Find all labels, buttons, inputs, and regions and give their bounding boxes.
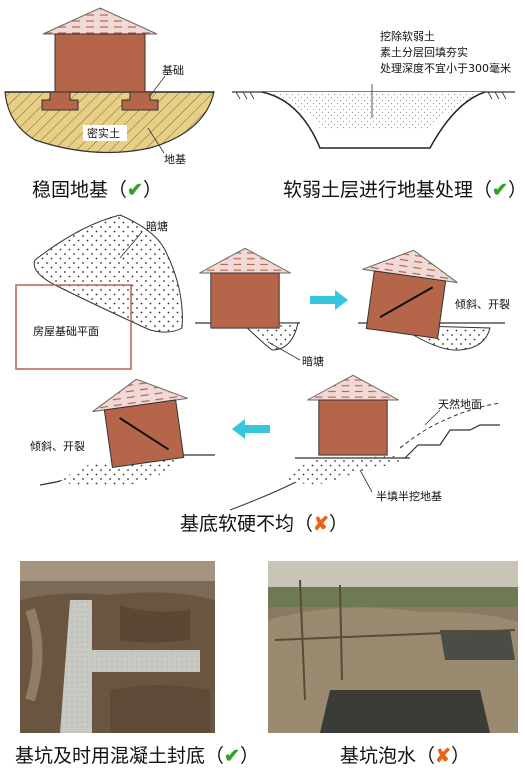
label-tilt-right: 倾斜、开裂	[455, 298, 510, 311]
caption-uneven: 基底软硬不均（✘）	[180, 513, 348, 535]
caption-concrete-sealed: 基坑及时用混凝土封底（✔）	[15, 745, 259, 767]
house-wall	[54, 33, 146, 93]
house-half-fill	[306, 374, 400, 456]
house-level	[198, 247, 292, 329]
leader-foundation	[149, 75, 166, 97]
label-tilt-left: 倾斜、开裂	[30, 440, 85, 453]
leader-natural-ground	[424, 409, 441, 426]
photo-left-concrete	[60, 600, 200, 733]
photo-left-ridge-2	[110, 685, 210, 733]
crack-line	[379, 286, 434, 319]
photo-right-poles	[274, 579, 516, 701]
refill-soil-lower	[280, 96, 470, 130]
dark-pond-section	[240, 322, 299, 351]
label-bg	[83, 125, 127, 141]
panel-stable-foundation: 基础 密实土 地基 稳固地基（✔）	[4, 7, 215, 201]
footing-left	[41, 91, 79, 111]
caption-stable: 稳固地基（✔）	[32, 179, 162, 201]
natural-ground-dashed	[399, 402, 501, 449]
note-line-2: 素土分层回填夯实	[380, 45, 468, 59]
house-tilted-right	[353, 243, 462, 341]
panel-soft-soil-treatment: 挖除软弱土 素土分层回填夯实 处理深度不宜小于300毫米 软弱土层进行地基处理（…	[232, 29, 525, 201]
leader-dark-pond-top	[119, 231, 143, 259]
leader-subgrade	[147, 127, 165, 154]
label-natural-ground: 天然地面	[438, 397, 482, 411]
crack-line-left	[119, 417, 170, 451]
panel-dark-pond: 暗塘 房屋基础平面 暗塘 倾斜、开裂	[15, 214, 510, 370]
photo-concrete-sealed	[20, 561, 215, 733]
dense-soil-mass	[4, 91, 215, 154]
label-house-plan: 房屋基础平面	[33, 325, 99, 338]
cross-icon: ✘	[435, 745, 451, 767]
panel-uneven-base: 倾斜、开裂 天然地面 半填半挖地基 基底软硬不均（✘）	[30, 372, 501, 535]
label-foundation: 基础	[162, 64, 184, 77]
label-subgrade: 地基	[164, 153, 186, 166]
house-foundation-plan	[15, 284, 132, 370]
photo-left-ridge	[120, 605, 190, 643]
label-dark-pond-bottom: 暗塘	[302, 354, 324, 368]
label-dense-soil: 密实土	[87, 126, 120, 140]
label-dark-pond-top: 暗塘	[146, 219, 168, 233]
fill-soil-right	[285, 456, 405, 485]
excavation-outline	[261, 91, 486, 149]
check-icon: ✔	[492, 179, 508, 201]
house-tilted-left	[88, 372, 197, 470]
label-half-fill: 半填半挖地基	[376, 489, 442, 503]
caption-soft-soil: 软弱土层进行地基处理（✔）	[283, 179, 525, 201]
arrow-icon	[310, 290, 348, 310]
photo-left-sky	[20, 561, 215, 581]
note-line-3: 处理深度不宜小于300毫米	[380, 61, 511, 75]
photo-right-trees	[268, 587, 518, 607]
fill-soil-left	[60, 458, 180, 487]
leader-dark-pond-bottom	[267, 341, 301, 361]
leader-half-fill	[359, 469, 373, 493]
ground-ticks	[235, 91, 507, 100]
check-icon: ✔	[127, 179, 143, 201]
cross-icon: ✘	[313, 513, 329, 535]
photo-left-texture	[25, 608, 43, 702]
footing-right	[121, 91, 159, 111]
arrow-icon	[232, 419, 270, 439]
check-icon: ✔	[224, 745, 240, 767]
note-line-1: 挖除软弱土	[380, 29, 435, 43]
cut-ground-profile	[404, 424, 500, 459]
photo-right-water	[320, 690, 490, 733]
photo-right-water-2	[440, 630, 515, 660]
caption-flooded-pit: 基坑泡水（✘）	[340, 745, 470, 767]
house-roof	[42, 7, 158, 35]
photo-right-sky	[268, 561, 518, 587]
photo-flooded-pit	[268, 561, 518, 733]
